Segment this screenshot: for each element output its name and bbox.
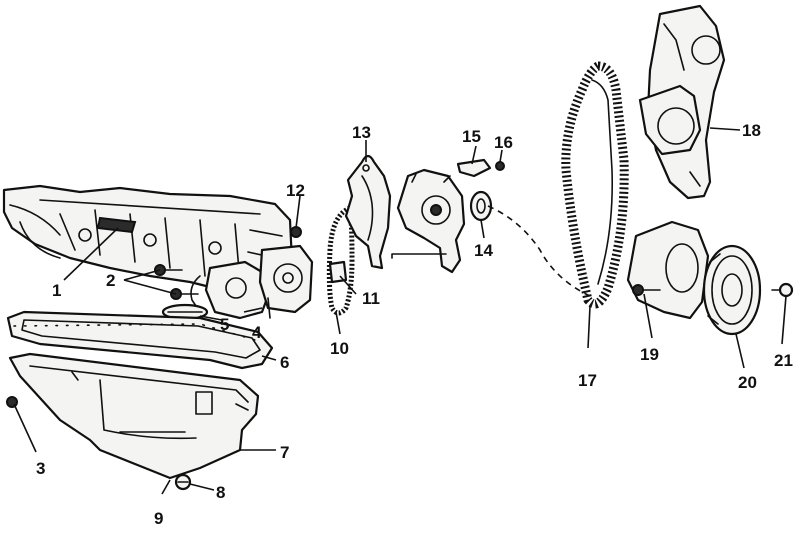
timing-belt: [561, 61, 629, 309]
label-part-15: 15: [462, 127, 481, 146]
label-part-4: 4: [252, 323, 262, 342]
front-housing: [391, 168, 466, 274]
label-part-9: 9: [154, 509, 163, 528]
small-bracket-and-bolt: [456, 158, 505, 178]
label-part-8: 8: [216, 483, 225, 502]
label-part-21: 21: [774, 351, 793, 370]
label-part-19: 19: [640, 345, 659, 364]
label-part-12: 12: [286, 181, 305, 200]
label-part-14: 14: [474, 241, 493, 260]
timing-belt-cover: [638, 4, 726, 200]
label-part-11: 11: [362, 289, 380, 308]
label-part-3: 3: [36, 459, 45, 478]
label-part-10: 10: [330, 339, 349, 358]
tensioner-bracket: [626, 220, 710, 320]
label-part-6: 6: [280, 353, 289, 372]
oil-pan: [8, 352, 260, 491]
leader-lines: [13, 127, 787, 495]
label-part-20: 20: [738, 373, 757, 392]
label-part-18: 18: [742, 121, 761, 140]
label-part-17: 17: [578, 371, 597, 390]
part-number-labels: 1 2 3 4 5 6 7 8 9 10 11 12 13 14 15 16 1…: [36, 121, 793, 528]
mounting-bolts: [154, 226, 302, 300]
label-part-1: 1: [52, 281, 61, 300]
oil-pump: [204, 244, 314, 320]
label-part-16: 16: [494, 133, 513, 152]
oil-pan-gasket: [6, 310, 274, 370]
crankshaft-pulley: [702, 244, 762, 336]
label-part-2: 2: [106, 271, 115, 290]
label-part-5: 5: [220, 315, 229, 334]
timing-chain: [326, 204, 355, 316]
pulley-bolt: [771, 282, 794, 298]
label-part-7: 7: [280, 443, 289, 462]
alignment-path: [487, 205, 591, 297]
label-part-13: 13: [352, 123, 371, 142]
